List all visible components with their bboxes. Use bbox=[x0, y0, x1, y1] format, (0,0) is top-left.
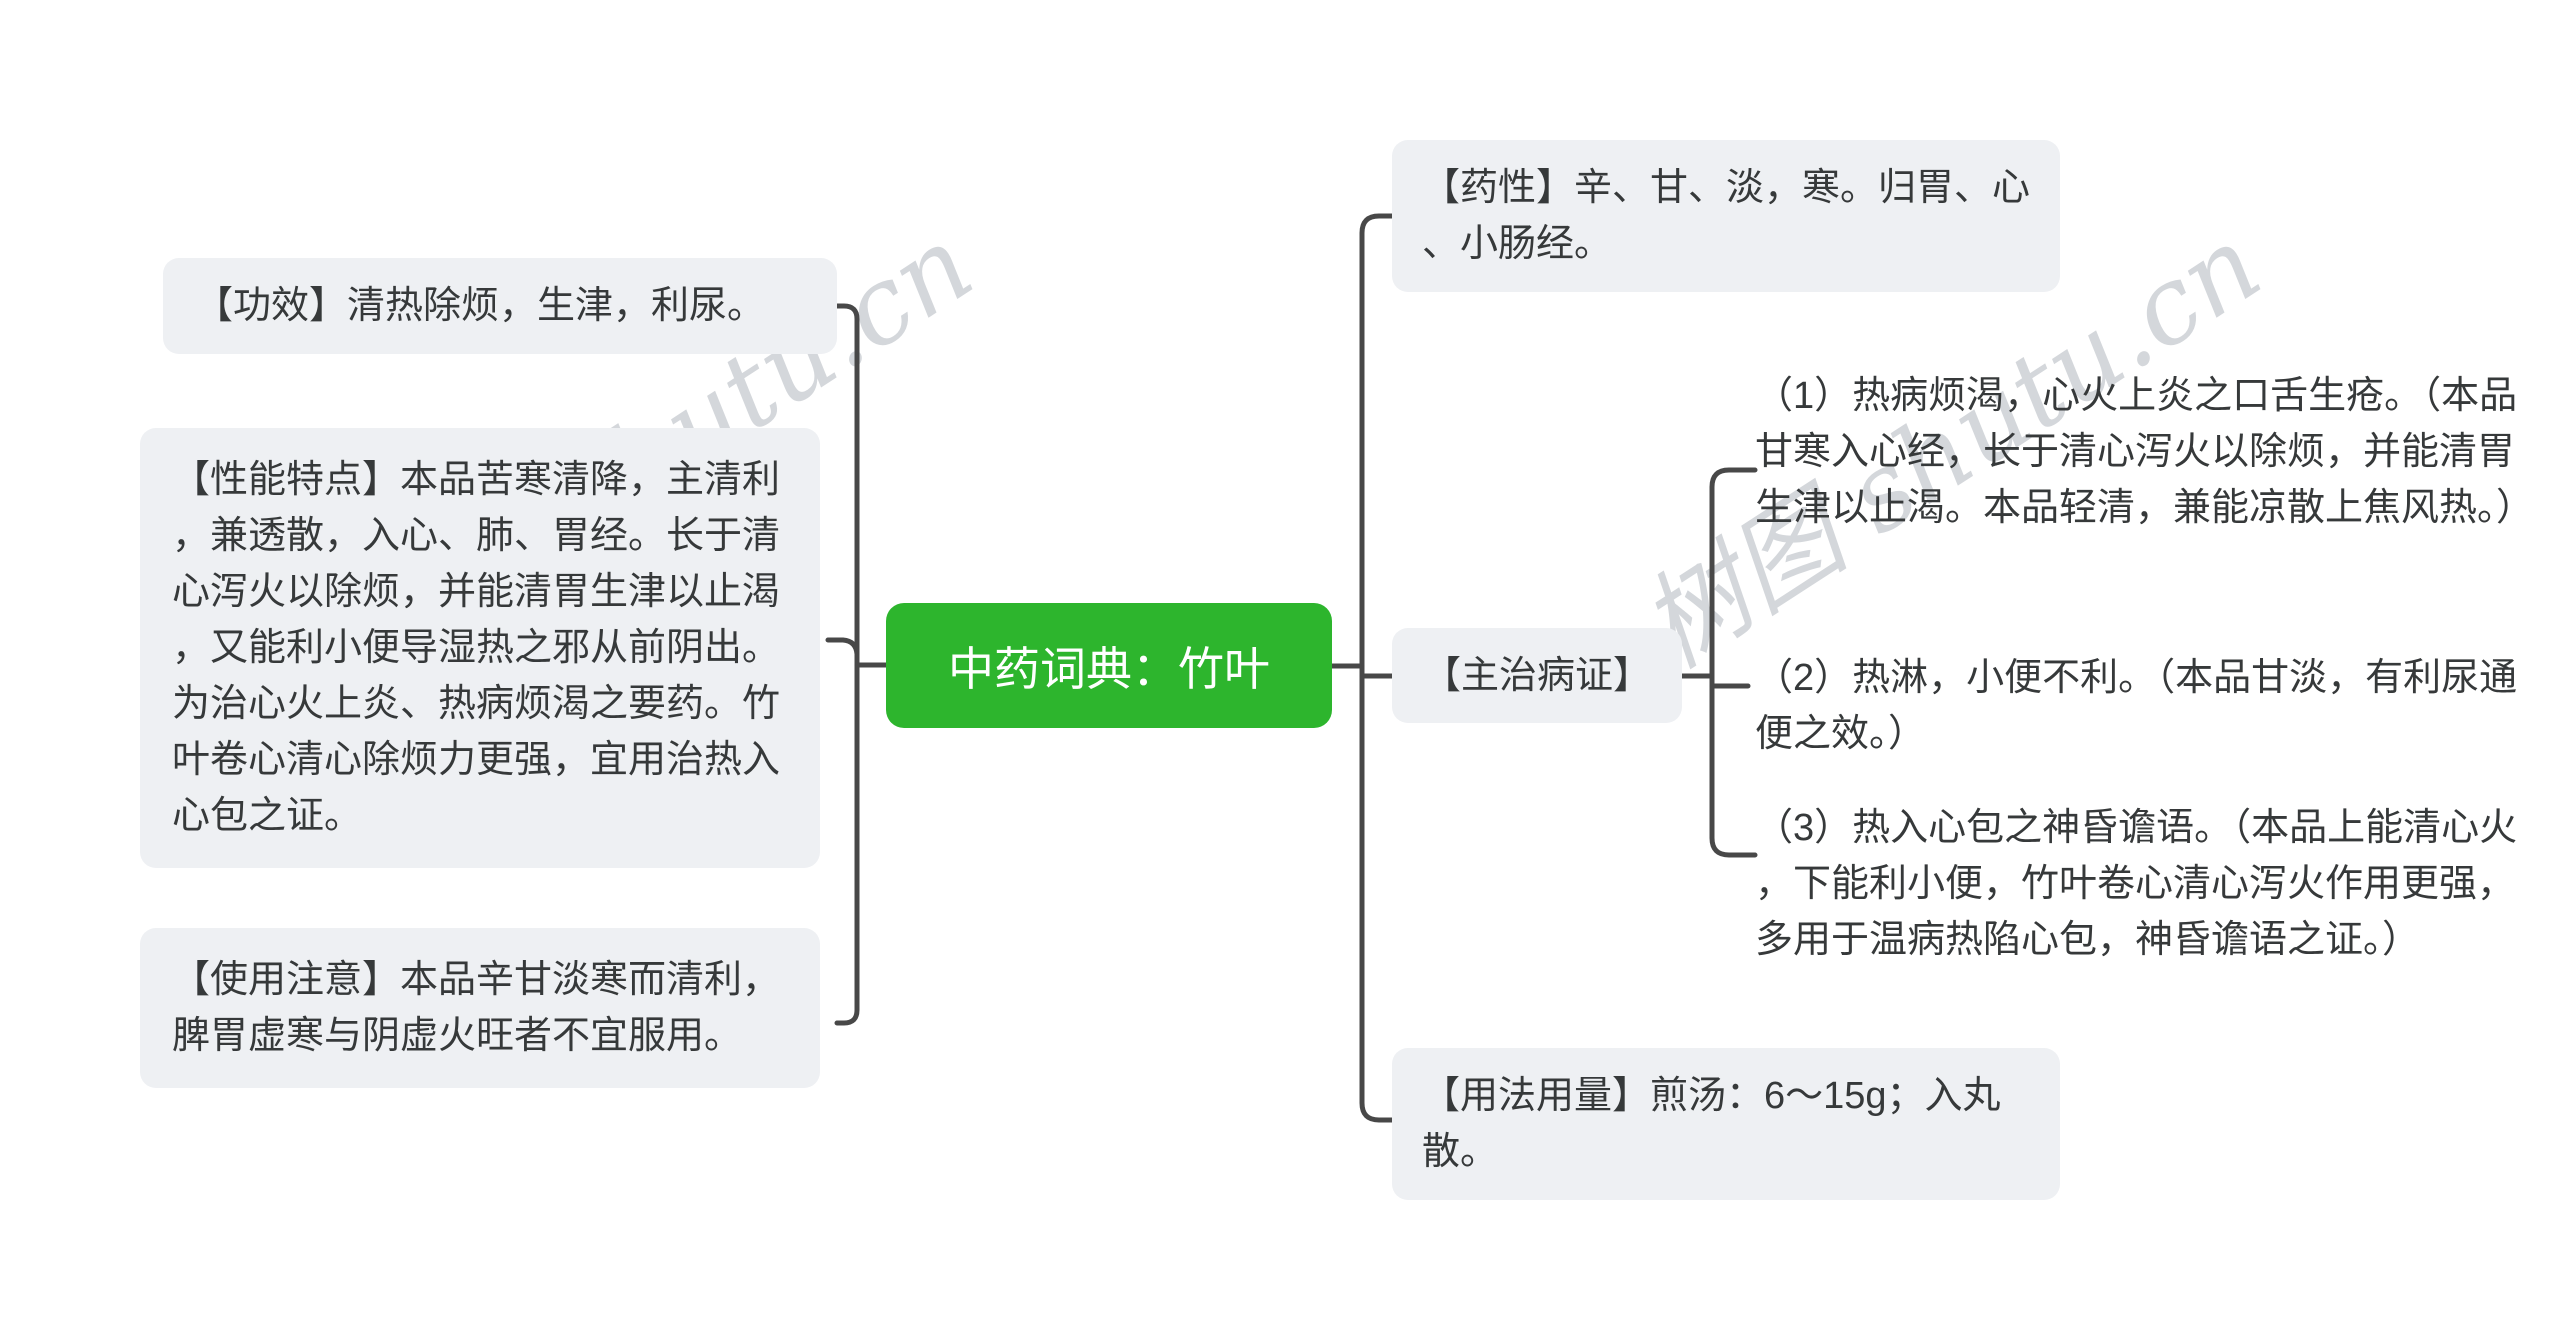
branch-zhuzhi-bingzheng[interactable]: 【主治病证】 bbox=[1392, 628, 1682, 723]
leaf-zhuzhi-item-2[interactable]: （2）热淋，小便不利。（本品甘淡，有利尿通便之效。） bbox=[1755, 657, 2518, 755]
branch-yaoxing[interactable]: 【药性】辛、甘、淡，寒。归胃、心、小肠经。 bbox=[1392, 140, 2060, 292]
connector-xingneng-stub bbox=[825, 637, 860, 657]
leaf-zhuzhi-item-3[interactable]: （3）热入心包之神昏谵语。（本品上能清心火，下能利小便，竹叶卷心清心泻火作用更强… bbox=[1755, 807, 2518, 961]
root-node[interactable]: 中药词典：竹叶 bbox=[886, 603, 1332, 728]
branch-xingneng-tedian[interactable]: 【性能特点】本品苦寒清降，主清利，兼透散，入心、肺、胃经。长于清心泻火以除烦，并… bbox=[140, 428, 820, 868]
branch-shiyong-zhuyi[interactable]: 【使用注意】本品辛甘淡寒而清利，脾胃虚寒与阴虚火旺者不宜服用。 bbox=[140, 928, 820, 1088]
leaf-zhuzhi-item-1[interactable]: （1）热病烦渴，心火上炎之口舌生疮。（本品甘寒入心经，长于清心泻火以除烦，并能清… bbox=[1755, 375, 2535, 529]
branch-gongxiao[interactable]: 【功效】清热除烦，生津，利尿。 bbox=[163, 258, 837, 354]
branch-yongfa-yongliang[interactable]: 【用法用量】煎汤：6～15g；入丸散。 bbox=[1392, 1048, 2060, 1200]
connector-right-trunk bbox=[1359, 213, 1395, 1123]
connector-sub-trunk bbox=[1709, 467, 1758, 858]
connector-left-trunk bbox=[834, 303, 860, 1026]
